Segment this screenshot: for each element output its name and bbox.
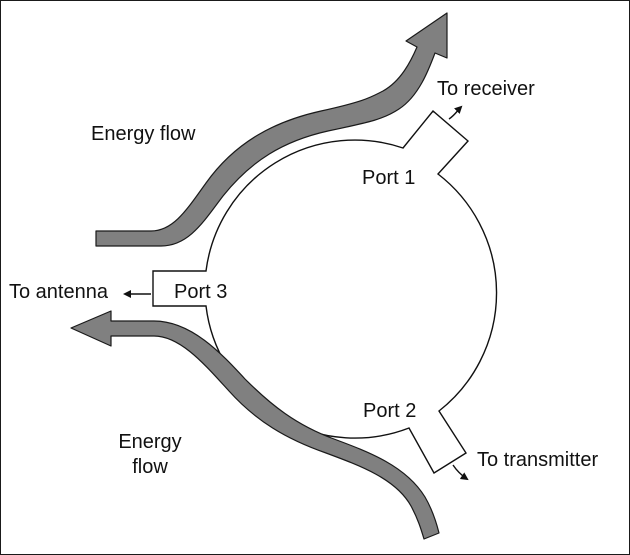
transmitter-pointer-arrow xyxy=(452,464,469,481)
upper-energy-flow-arrow xyxy=(95,12,448,247)
energy-flow-bottom-line2: flow xyxy=(132,456,168,478)
port3-label: Port 3 xyxy=(174,281,228,303)
to-antenna-label: To antenna xyxy=(9,281,108,303)
port1-label: Port 1 xyxy=(362,167,416,189)
port2-label: Port 2 xyxy=(363,400,417,422)
receiver-pointer-arrow xyxy=(448,105,463,120)
lower-energy-flow-arrow xyxy=(70,310,440,540)
to-transmitter-label: To transmitter xyxy=(477,449,599,471)
energy-flow-bottom-line1: Energy xyxy=(118,431,182,453)
energy-flow-top-label: Energy flow xyxy=(91,123,196,145)
energy-flow-bottom-label: Energy flow xyxy=(113,430,187,480)
to-receiver-label: To receiver xyxy=(437,78,535,100)
